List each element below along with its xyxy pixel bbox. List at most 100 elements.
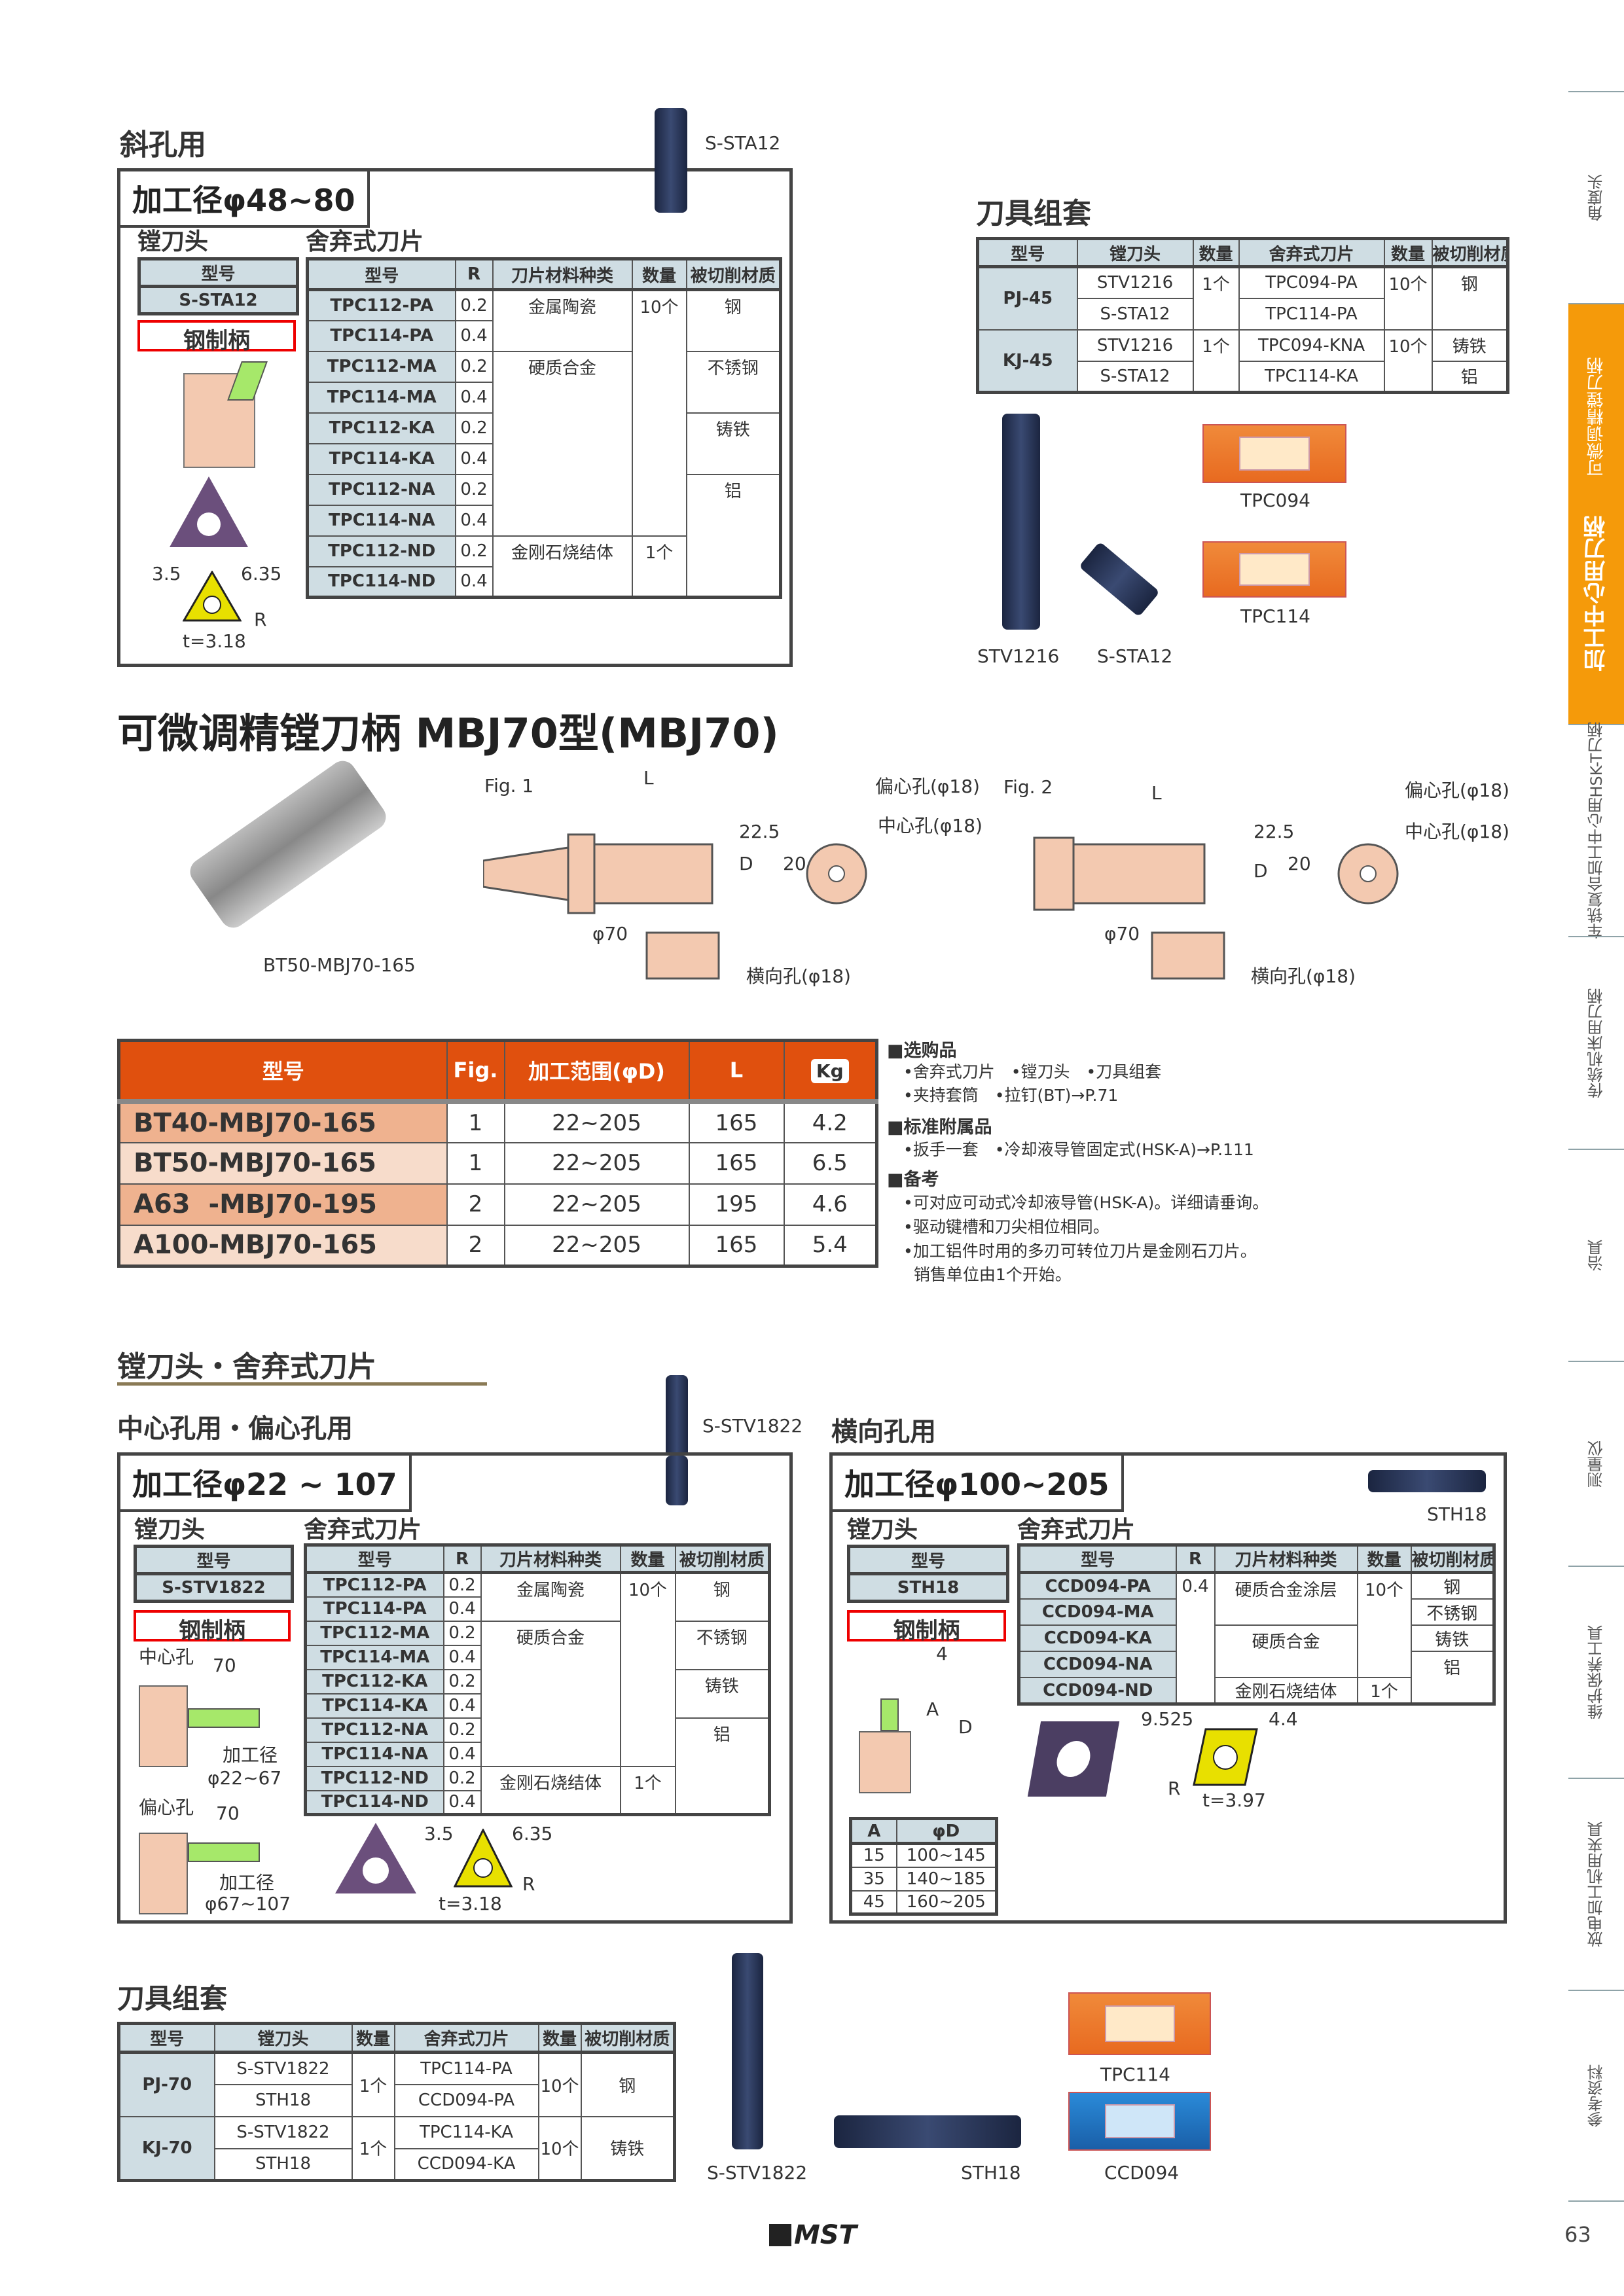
dia-label: 加工径 <box>223 1744 278 1766</box>
table-cell: 165 <box>688 1141 785 1185</box>
column-header: 镗刀头 <box>213 2022 353 2054</box>
tpc114-box-image <box>1202 541 1346 598</box>
yellow-rhombus-insert-icon <box>1193 1728 1258 1786</box>
model-cell: TPC114-ND <box>306 565 456 598</box>
table-cell: STH18 <box>213 2083 353 2117</box>
table-cell: 0.4 <box>454 381 494 414</box>
sidebar-tab-maintenance[interactable]: 维护保养工具 <box>1568 1566 1624 1778</box>
table-cell: 金刚石烧结体 <box>1214 1677 1358 1705</box>
table-cell: 金属陶瓷 <box>492 289 633 352</box>
sth18-label: STH18 <box>961 2162 1021 2183</box>
center-head-diagram <box>139 1685 188 1767</box>
note-line: •加工铝件时用的多刃可转位刀片是金刚石刀片。 <box>903 1242 1257 1261</box>
column-header: 被切削材质 <box>1410 1544 1495 1574</box>
table-cell: 4.2 <box>783 1100 878 1143</box>
model-cell: TPC114-KA <box>304 1693 444 1719</box>
stv1216-image <box>1002 414 1040 630</box>
table-cell: CCD094-PA <box>393 2083 539 2117</box>
sidebar-tab-machining-center[interactable]: 可微调精镗刀柄加工中心用刀柄 <box>1568 303 1624 724</box>
sidebar-tab-conventional[interactable]: 传统机床用刀柄 <box>1568 936 1624 1149</box>
column-header: 数量 <box>619 1544 676 1574</box>
table-cell: 4.6 <box>783 1183 878 1226</box>
sidebar-tab-edm[interactable]: 放电加工机用夹具 <box>1568 1778 1624 1990</box>
dim-t: t=3.18 <box>183 630 246 652</box>
table-cell: 金刚石烧结体 <box>480 1765 621 1816</box>
model-cell: TPC112-MA <box>304 1620 444 1646</box>
table-cell: 0.2 <box>442 1765 482 1791</box>
table-cell: 金属陶瓷 <box>480 1571 621 1622</box>
column-header: A <box>850 1818 897 1845</box>
range2: φ67~107 <box>205 1893 291 1914</box>
sidebar-tab-hsk-t[interactable]: 车铣复合加工中心用HSK-T刀柄 <box>1568 722 1624 939</box>
table-cell: 2 <box>446 1224 505 1267</box>
dim-a-label: A <box>926 1698 939 1720</box>
model-cell: S-STA12 <box>138 285 298 315</box>
sidebar-tab-measuring[interactable]: 测量仪 <box>1568 1361 1624 1566</box>
model-cell: TPC112-PA <box>304 1571 444 1598</box>
table-cell: 铝 <box>1410 1651 1495 1705</box>
column-header: R <box>1175 1544 1216 1574</box>
model-cell: KJ-70 <box>118 2115 215 2181</box>
sidebar-tab-label: 加工中心用刀柄 <box>1583 515 1610 672</box>
product-title: 可微调精镗刀柄 MBJ70型(MBJ70) <box>117 709 779 757</box>
sidebar-tab-label: 角度头 <box>1587 174 1606 221</box>
table-row: S-STV1822 <box>134 1573 293 1602</box>
sidebar-tab-reference[interactable]: 参考资料 <box>1568 1990 1624 2202</box>
column-header: Fig. <box>446 1039 505 1104</box>
column-header: 被切削材质 <box>674 1544 770 1574</box>
column-header: R <box>442 1544 482 1574</box>
page-number: 63 <box>1564 2222 1591 2247</box>
model-cell: CCD094-PA <box>1018 1571 1177 1600</box>
fig2-l: L <box>1151 782 1162 804</box>
table-cell: 160~205 <box>895 1890 998 1915</box>
column-header: 型号 <box>134 1545 293 1575</box>
note-line: •驱动键槽和刀尖相位相同。 <box>903 1217 1110 1236</box>
sidebar-tab-angle-head[interactable]: 角度头 <box>1568 91 1624 303</box>
insert-label: 舍弃式刀片 <box>304 1516 422 1543</box>
model-cell: S-STV1822 <box>134 1573 293 1602</box>
table-cell: CCD094-KA <box>393 2147 539 2181</box>
fig2-label: Fig. 2 <box>1003 776 1053 798</box>
table-cell: 铝 <box>674 1717 770 1816</box>
kit-top-heading: 刀具组套 <box>976 197 1091 230</box>
table-row: STH18 CCD094-PA <box>119 2083 675 2117</box>
table-cell: 钢 <box>1410 1571 1495 1600</box>
table-cell: 铸铁 <box>685 412 782 475</box>
table-cell: TPC094-PA <box>1238 266 1385 299</box>
sidebar-tab-label: 维护保养工具 <box>1587 1625 1606 1719</box>
table-cell: 10个 <box>631 289 687 537</box>
side-heading: 横向孔用 <box>831 1417 936 1447</box>
table-cell: 0.2 <box>442 1668 482 1695</box>
table-cell: 1个 <box>631 535 687 598</box>
column-header: 型号 <box>977 238 1078 268</box>
dim-a: 3.5 <box>152 563 181 584</box>
model-cell: TPC112-NA <box>304 1717 444 1743</box>
column-header: 被切削材质 <box>580 2022 676 2054</box>
yellow-insert-icon <box>183 571 242 622</box>
kit-top-table: 型号镗刀头数量舍弃式刀片数量被切削材质PJ-45STV12161个TPC094-… <box>976 237 1509 394</box>
sidebar-tab-jigs[interactable]: 治具 <box>1568 1149 1624 1361</box>
len2: 70 <box>216 1803 240 1824</box>
steel-shank-label: 钢制柄 <box>137 320 296 354</box>
dim-r: R <box>522 1873 535 1895</box>
fig2-22-5: 22.5 <box>1254 821 1295 842</box>
table-cell: 10个 <box>1383 266 1433 331</box>
ecc-head-diagram <box>139 1833 188 1914</box>
head-label: 镗刀头 <box>847 1516 918 1543</box>
column-header: 加工范围(φD) <box>503 1039 690 1104</box>
